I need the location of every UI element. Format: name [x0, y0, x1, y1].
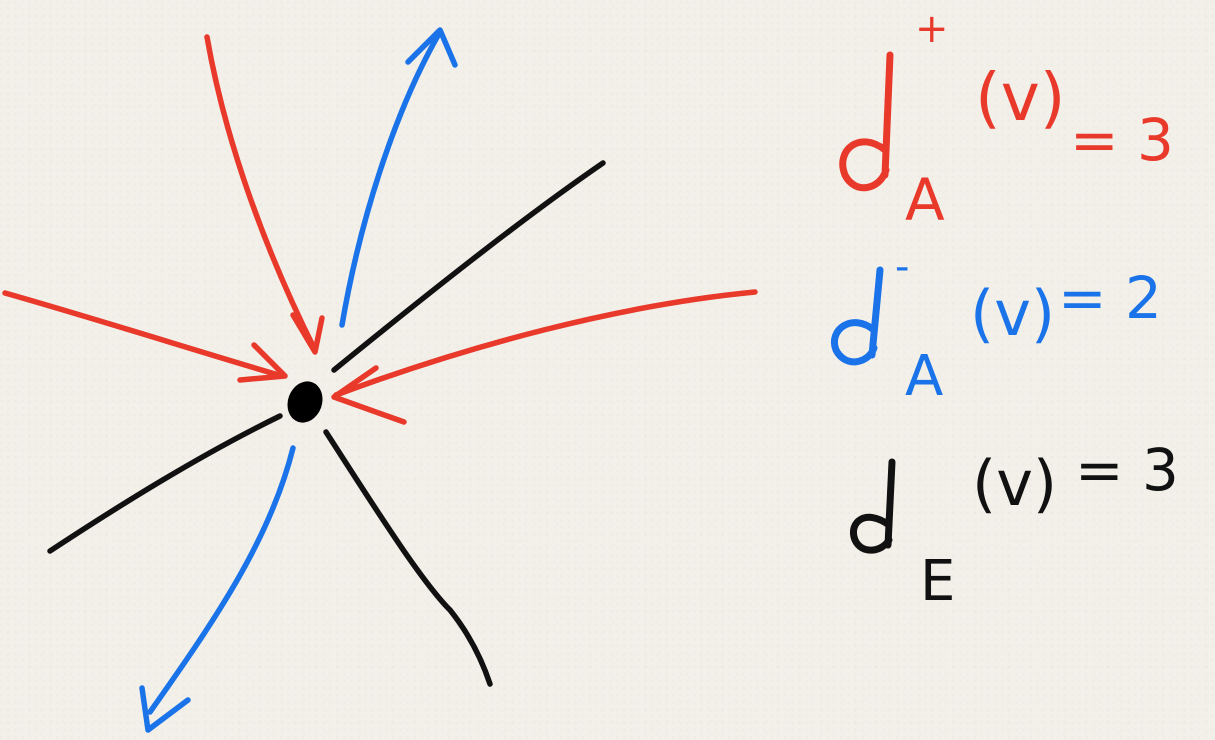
in-degree-superscript: +: [915, 6, 949, 52]
in-arc-top: [204, 34, 318, 353]
out-arc-up: [339, 29, 443, 328]
edge-degree-value: = 3: [1075, 436, 1179, 504]
in-degree-argument: (v): [975, 59, 1066, 136]
in-arc-left: [2, 290, 285, 379]
in-arc-left-arrowhead: [237, 342, 288, 383]
in-arcs: [2, 34, 758, 425]
undirected-edges: [47, 160, 606, 687]
out-degree-argument: (v): [970, 277, 1055, 350]
out-arc-up-arrowhead: [405, 27, 458, 68]
undirected-edge-lower-left: [47, 413, 283, 554]
in-degree-value: = 3: [1070, 106, 1174, 174]
undirected-edge-lower-right: [323, 429, 493, 687]
formula-edge-degree: E (v) = 3: [850, 436, 1179, 614]
out-degree-value: = 2: [1058, 264, 1162, 332]
formula-in-degree: + A (v) = 3: [839, 6, 1174, 234]
out-degree-d-glyph: [830, 266, 884, 366]
out-arc-down-arrowhead: [139, 685, 191, 733]
edge-degree-argument: (v): [972, 447, 1057, 520]
vertex-dot: [287, 381, 323, 423]
out-degree-superscript: -: [895, 244, 909, 290]
in-degree-subscript: A: [905, 166, 945, 234]
formula-out-degree: - A (v) = 2: [830, 244, 1162, 409]
undirected-edge-upper-right: [331, 160, 606, 373]
in-arc-right-arrowhead: [331, 365, 407, 425]
in-degree-d-glyph: [839, 51, 894, 192]
out-degree-subscript: A: [905, 344, 943, 409]
edge-degree-subscript: E: [920, 549, 955, 614]
out-arcs: [139, 27, 458, 733]
out-arc-down: [147, 445, 296, 715]
in-arc-top-arrowhead: [290, 312, 325, 355]
in-arc-right: [333, 289, 758, 398]
edge-degree-d-glyph: [850, 458, 896, 554]
